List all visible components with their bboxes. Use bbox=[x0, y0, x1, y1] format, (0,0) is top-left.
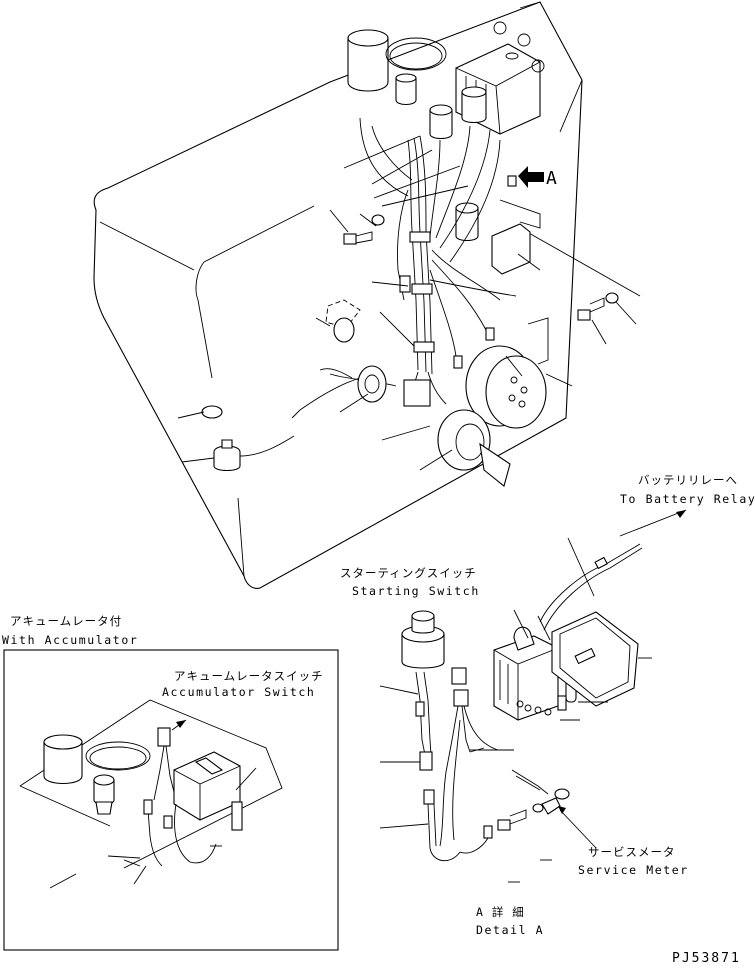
inset-bulb bbox=[93, 774, 115, 815]
bolt-detail bbox=[497, 809, 527, 831]
hole-1 bbox=[493, 21, 507, 35]
detail-a-jp: A 詳 細 bbox=[476, 905, 525, 919]
accumulator-inset-frame bbox=[3, 649, 339, 951]
accumulator-jp: アキュームレータ付 bbox=[10, 614, 122, 628]
right-bracket bbox=[491, 199, 549, 365]
accumulator-inset-drawing bbox=[19, 699, 283, 889]
accumulator-en: With Accumulator bbox=[2, 633, 138, 647]
view-arrow-a: A bbox=[518, 166, 557, 189]
battery-relay-jp: バッテリリレーへ bbox=[638, 473, 738, 487]
accumulator-switch-en: Accumulator Switch bbox=[162, 685, 315, 699]
leader-lines-main bbox=[177, 135, 637, 471]
hole-3 bbox=[531, 59, 545, 73]
left-components bbox=[201, 299, 361, 472]
grommet-large bbox=[437, 409, 511, 487]
connector-top-left bbox=[395, 73, 417, 106]
leader-lines-detail bbox=[379, 609, 652, 883]
top-components bbox=[347, 21, 545, 242]
accumulator-switch-jp: アキュームレータスイッチ bbox=[174, 669, 324, 683]
service-meter-wire bbox=[497, 769, 597, 849]
grommet-small bbox=[357, 365, 387, 403]
connector-top-right bbox=[461, 86, 487, 124]
clamp-3 bbox=[413, 341, 435, 353]
small-fitting bbox=[507, 175, 517, 187]
wiring-harness bbox=[299, 117, 517, 411]
connector-top-mid bbox=[429, 104, 453, 140]
relay-cover bbox=[551, 611, 639, 707]
hole-2 bbox=[517, 33, 531, 47]
connector-detail-a bbox=[439, 667, 499, 854]
bolt-right bbox=[577, 297, 605, 321]
detail-a-en: Detail A bbox=[476, 923, 544, 937]
view-marker: A bbox=[546, 168, 557, 189]
starting-switch-jp: スターティングスイッチ bbox=[340, 566, 477, 580]
plug-2 bbox=[453, 355, 463, 369]
inset-canister bbox=[43, 734, 83, 785]
inset-coil bbox=[85, 741, 151, 771]
junction-block bbox=[403, 379, 431, 407]
service-meter-en: Service Meter bbox=[578, 863, 689, 877]
clamp-2 bbox=[411, 283, 433, 295]
starting-switch-en: Starting Switch bbox=[352, 584, 480, 598]
clamp-4 bbox=[399, 275, 411, 293]
relay-unit-detail bbox=[493, 626, 577, 721]
battery-relay-en: To Battery Relay bbox=[620, 492, 755, 506]
plug-1 bbox=[485, 327, 495, 341]
leader-relay-wire bbox=[567, 537, 595, 597]
washer-1 bbox=[371, 214, 385, 226]
washer-2 bbox=[605, 292, 619, 304]
starting-switch bbox=[401, 610, 461, 862]
service-meter-jp: サービスメータ bbox=[588, 845, 676, 859]
clamp-1 bbox=[409, 231, 431, 243]
coiled-hose bbox=[385, 37, 447, 71]
inset-relay-box bbox=[173, 751, 243, 831]
part-code: PJ53871 bbox=[672, 951, 741, 966]
sensor-left bbox=[213, 435, 295, 472]
tank-housing bbox=[93, 1, 641, 589]
filter-canister bbox=[347, 29, 389, 92]
service-meter-gauge bbox=[465, 345, 547, 429]
bolt-left bbox=[343, 231, 373, 245]
battery-relay-wire bbox=[539, 509, 687, 631]
washer-left bbox=[201, 405, 223, 419]
